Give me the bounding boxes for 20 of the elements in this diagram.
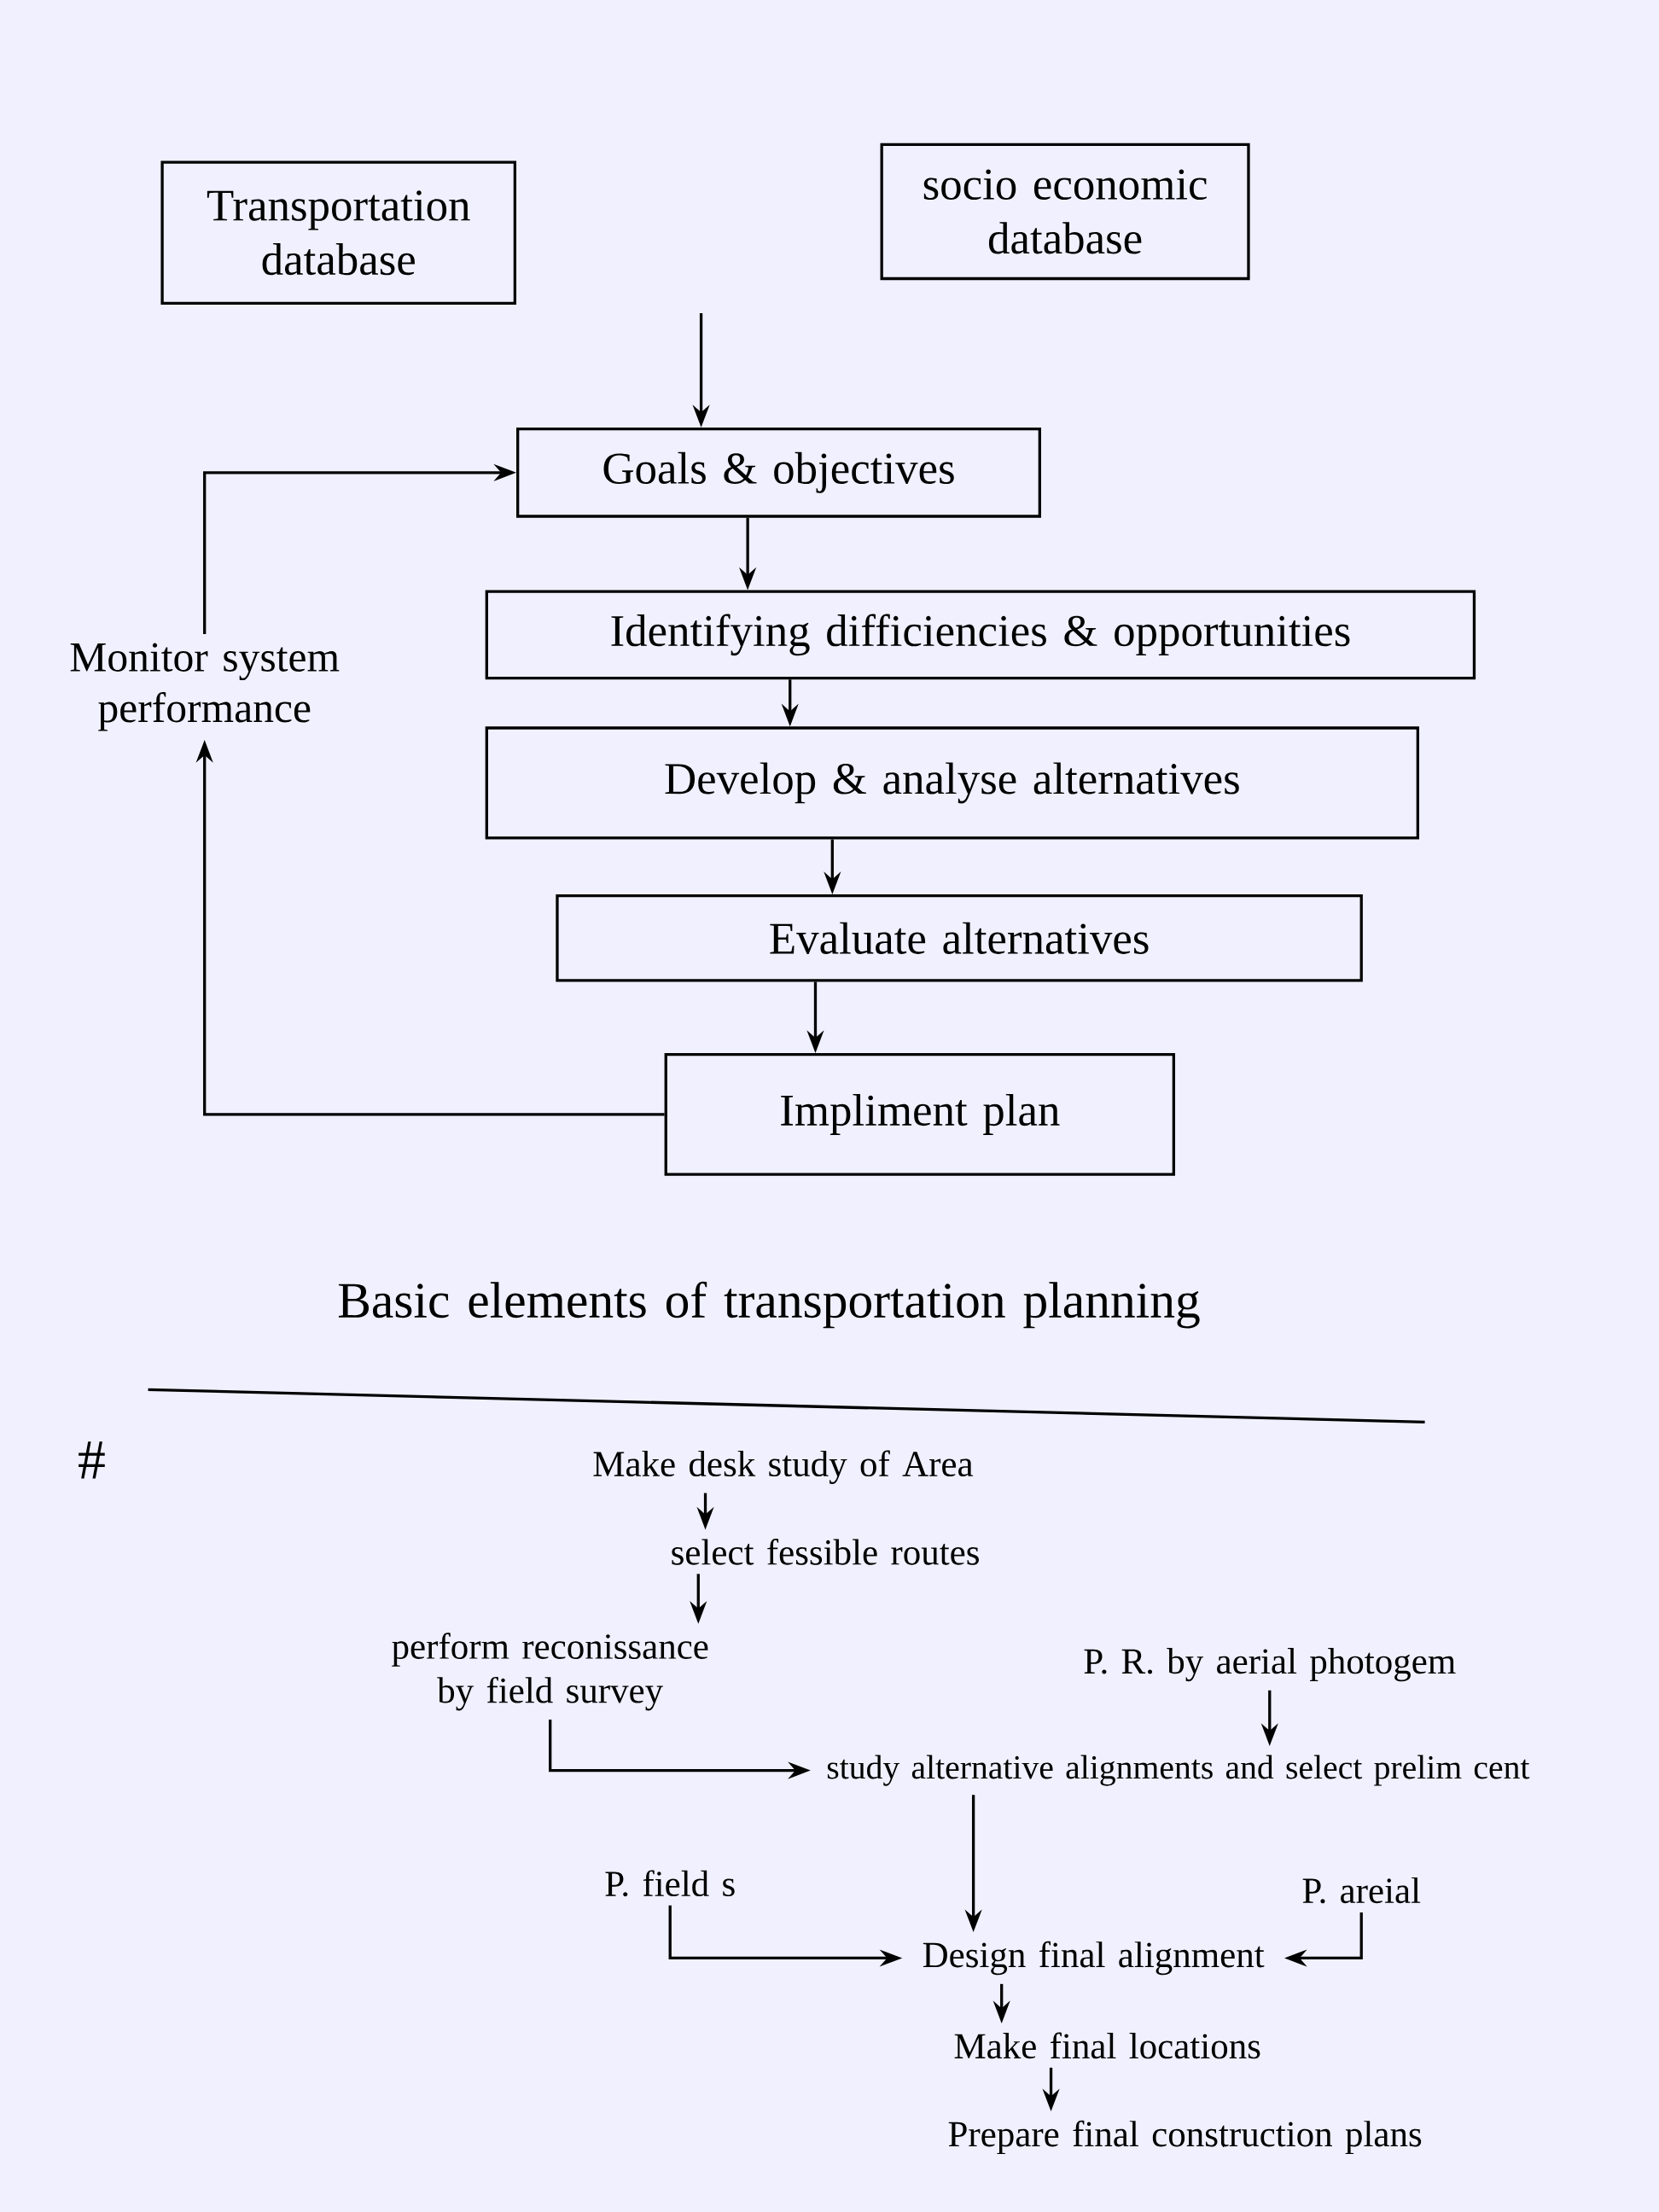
title: Basic elements of transportation planning <box>338 1281 1200 1329</box>
step-text: P. areial <box>1302 1877 1421 1904</box>
step-text: P. field s <box>605 1870 735 1897</box>
step-text: P. R. by aerial photogem <box>1084 1648 1456 1682</box>
step-text: perform reconissance by field survey <box>392 1633 708 1711</box>
step-text: Monitor system performance <box>70 643 340 731</box>
process-box: Goals & objectives <box>516 427 1041 518</box>
process-box: Impliment plan <box>664 1053 1175 1176</box>
process-box: Transportation database <box>160 160 517 306</box>
process-box: socio economic database <box>880 143 1250 281</box>
process-box: Evaluate alternatives <box>556 894 1363 982</box>
process-box: Develop & analyse alternatives <box>485 726 1419 840</box>
step-text: Design final alignment <box>923 1941 1265 1976</box>
step-text: Prepare final construction plans <box>948 2120 1422 2155</box>
step-text: study alternative alignments and select prelim cent <box>827 1755 1530 1786</box>
step-text: Make final locations <box>954 2032 1260 2059</box>
hash-mark: # <box>79 1441 105 1479</box>
step-text: Make desk study of Area <box>593 1450 974 1484</box>
step-text: select fessible routes <box>672 1539 979 1565</box>
process-box: Identifying difficiencies & opportunities <box>485 590 1476 680</box>
